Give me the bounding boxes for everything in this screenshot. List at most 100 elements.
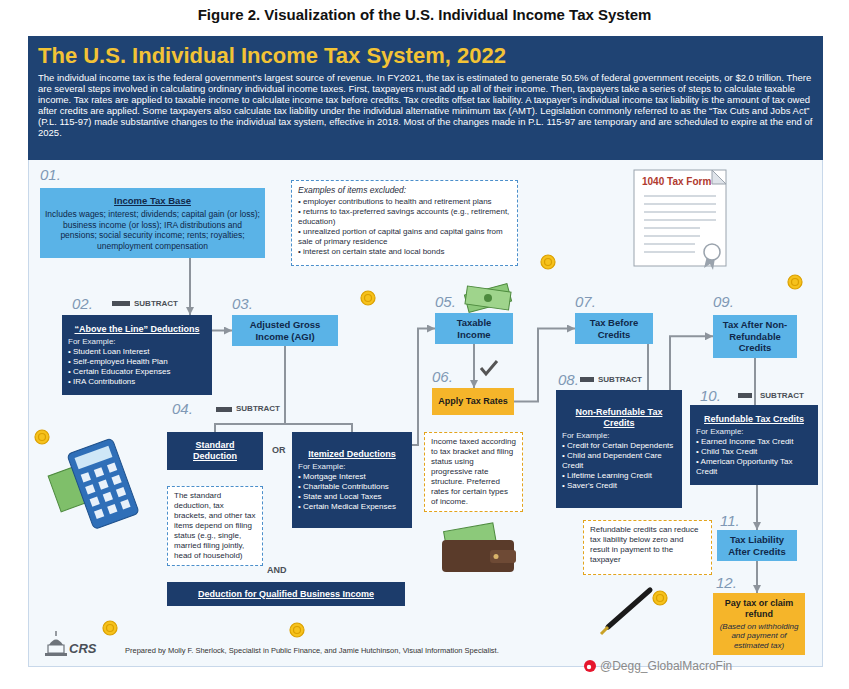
node-text: • IRA Contributions	[68, 377, 206, 387]
calculator-icon	[43, 438, 139, 538]
node-text: For Example:	[68, 337, 206, 347]
list-box: Non-Refundable Tax CreditsFor Example:• …	[556, 390, 682, 508]
node-text: • unrealized portion of capital gains an…	[298, 227, 511, 247]
connector	[189, 258, 191, 315]
node-text: The individual income tax is the federal…	[38, 72, 813, 138]
list-box: Itemized DeductionsFor Example:• Mortgag…	[292, 432, 412, 528]
node-text: • Lifetime Learning Credit	[562, 471, 676, 481]
node-text: Standard Deduction	[173, 440, 257, 462]
node-text: For Example:	[562, 431, 676, 441]
process-box: Deduction for Qualified Business Income	[167, 582, 405, 606]
callout-number: 08.	[558, 371, 579, 388]
connector	[215, 346, 285, 432]
check-icon	[481, 361, 497, 374]
node-text: • Certain Educator Expenses	[68, 367, 206, 377]
node-text: • Mortgage Interest	[298, 472, 406, 482]
process-box: Adjusted Gross Income (AGI)	[232, 315, 338, 346]
step-label: SUBTRACT	[598, 375, 642, 385]
step-label: SUBTRACT	[134, 299, 178, 309]
header-band: The U.S. Individual Income Tax System, 2…	[28, 36, 823, 160]
node-text: • Credit for Certain Dependents	[562, 441, 676, 451]
connector	[285, 346, 352, 432]
form-label: 1040 Tax Form	[642, 176, 711, 188]
callout-number: 11.	[720, 512, 740, 529]
node-text: Tax After Non-Refundable Credits	[718, 319, 792, 354]
connector	[473, 344, 475, 388]
callout-number: 05.	[435, 293, 456, 310]
connector	[670, 336, 713, 390]
node-text: Tax Liability After Credits	[722, 534, 792, 557]
node-text: Examples of items excluded:	[298, 185, 511, 196]
callout-number: 12.	[716, 574, 737, 591]
connector	[412, 329, 435, 446]
node-text: Refundable credits can reduce tax liabil…	[590, 525, 705, 565]
process-box: Tax After Non-Refundable Credits	[713, 315, 797, 358]
callout-number: 07.	[575, 293, 596, 310]
node-text: • Student Loan Interest	[68, 347, 206, 357]
node-text: • State and Local Taxes	[298, 492, 406, 502]
node-text: • Child and Dependent Care Credit	[562, 451, 676, 471]
node-text: Income taxed according to tax bracket an…	[431, 437, 516, 507]
action-box: Pay tax or claim refund(Based on withhol…	[713, 593, 805, 655]
node-text: The U.S. Individual Income Tax System, 2…	[38, 43, 506, 69]
node-text: Non-Refundable Tax Credits	[562, 407, 676, 429]
pen-icon	[601, 590, 650, 634]
node-text: • Child Tax Credit	[696, 447, 812, 457]
node-text: Taxable Income	[440, 317, 508, 340]
node-text: Refundable Tax Credits	[696, 414, 812, 425]
process-box: Standard Deduction	[167, 432, 263, 470]
wallet-icon	[442, 523, 516, 572]
tax-form-icon	[634, 170, 726, 270]
callout-number: 09.	[713, 293, 734, 310]
node-text: For Example:	[298, 462, 406, 472]
cash-icon	[464, 284, 511, 313]
node-text: • American Opportunity Tax Credit	[696, 457, 812, 477]
connector	[647, 344, 649, 390]
node-text: • Self-employed Health Plan	[68, 357, 206, 367]
coin-icons	[35, 255, 802, 637]
conjunction-label: OR	[272, 445, 286, 456]
node-text: • Earned Income Tax Credit	[696, 437, 812, 447]
logo-text: CRS	[69, 641, 96, 656]
callout-number: 10.	[700, 387, 721, 404]
node-text: • employer contributions to health and r…	[298, 197, 511, 207]
conjunction-label: AND	[267, 565, 287, 576]
process-box: Income Tax BaseIncludes wages; interest;…	[40, 188, 265, 258]
capitol-logo	[45, 631, 67, 656]
node-text: “Above the Line” Deductions	[68, 324, 206, 335]
node-text: The standard deduction, tax brackets, an…	[174, 491, 256, 561]
watermark: @Degg_GlobalMacroFin	[600, 659, 732, 673]
action-box: Apply Tax Rates	[432, 388, 514, 415]
callout-number: 06.	[432, 368, 453, 385]
node-text: • returns to tax-preferred savings accou…	[298, 207, 511, 227]
process-box: Taxable Income	[435, 313, 513, 344]
node-text: Includes wages; interest; dividends; cap…	[45, 209, 260, 251]
note-box: The standard deduction, tax brackets, an…	[167, 486, 263, 566]
node-text: Adjusted Gross Income (AGI)	[237, 319, 333, 342]
node-text: • Certain Medical Expenses	[298, 502, 406, 512]
node-text: Income Tax Base	[45, 195, 260, 207]
node-text: • interest on certain state and local bo…	[298, 247, 511, 257]
callout-number: 01.	[40, 166, 61, 183]
connector	[212, 330, 232, 332]
callout-number: 04.	[172, 400, 193, 417]
weibo-logo	[584, 660, 596, 672]
connector	[756, 561, 758, 593]
node-text: Pay tax or claim refund	[718, 598, 800, 620]
list-box: Refundable Tax CreditsFor Example:• Earn…	[690, 405, 818, 485]
step-label: SUBTRACT	[760, 391, 804, 401]
node-text: For Example:	[696, 427, 812, 437]
node-text: Itemized Deductions	[298, 449, 406, 460]
connector	[754, 358, 756, 406]
process-box: Tax Liability After Credits	[717, 530, 797, 561]
node-text: • Saver's Credit	[562, 481, 676, 491]
note-box: Refundable credits can reduce tax liabil…	[583, 520, 712, 575]
callout-number: 03.	[232, 295, 253, 312]
note-box: Examples of items excluded:• employer co…	[291, 180, 518, 266]
figure-title: Figure 2. Visualization of the U.S. Indi…	[0, 6, 849, 24]
note-box: Income taxed according to tax bracket an…	[424, 432, 523, 512]
step-label: SUBTRACT	[236, 404, 280, 414]
list-box: “Above the Line” DeductionsFor Example:•…	[62, 315, 212, 395]
node-text: Tax Before Credits	[580, 317, 648, 340]
node-text: (Based on withholding and payment of est…	[718, 622, 800, 651]
